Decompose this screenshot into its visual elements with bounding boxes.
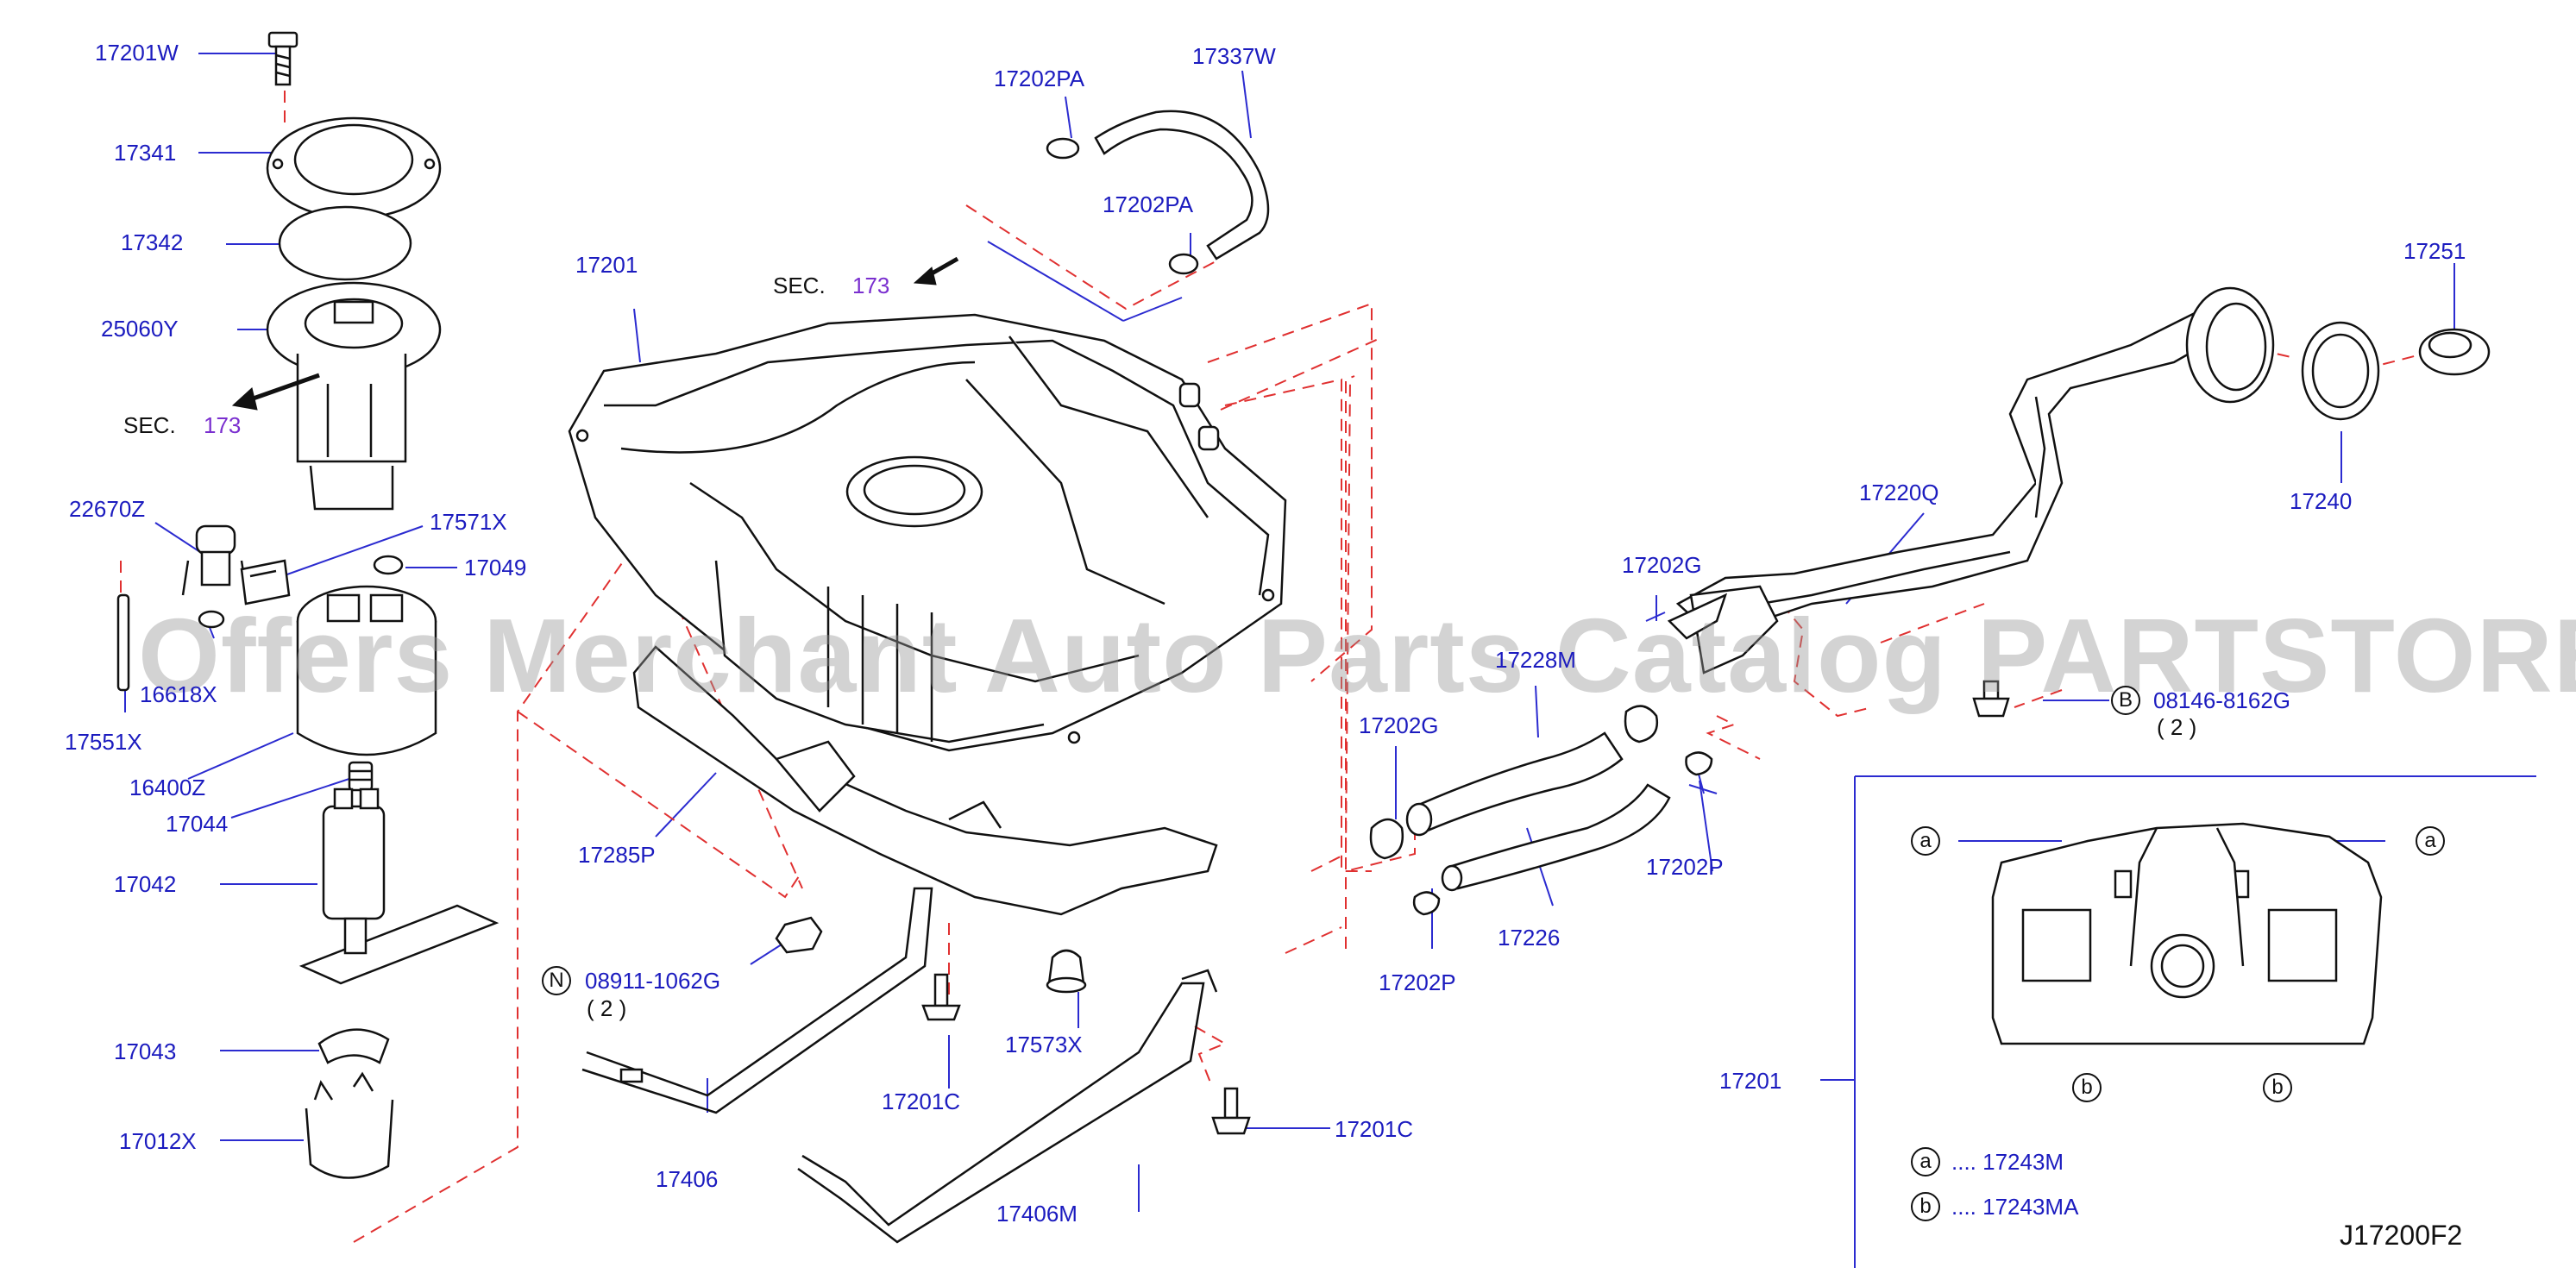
vent-hose-17337W-icon [1046, 110, 1270, 275]
o-ring-16618X-icon [198, 610, 225, 629]
label-17228[interactable]: 17228M [1495, 647, 1576, 673]
bolt-17201C-b-icon [1211, 1087, 1251, 1135]
circle-n-icon: N [542, 966, 571, 995]
reservoir-17012X-icon [305, 1071, 394, 1179]
lock-ring-17341-icon [266, 116, 442, 220]
bolt-17201C-a-icon [921, 973, 961, 1021]
filler-cap-17251-icon [2418, 328, 2491, 376]
pump-stack [116, 31, 499, 1179]
label-17044[interactable]: 17044 [166, 811, 229, 837]
label-17240[interactable]: 17240 [2290, 488, 2353, 514]
inset-tank-icon [1991, 822, 2383, 1045]
label-17012X[interactable]: 17012X [119, 1128, 197, 1154]
sender-unit-25060Y-icon [266, 281, 442, 511]
strap-17406M-icon [797, 969, 1218, 1244]
hose-17228-icon [1413, 731, 1624, 834]
sec-ref-left-number[interactable]: 173 [204, 412, 242, 438]
bolt-17201W-icon [267, 31, 298, 86]
label-17551X[interactable]: 17551X [65, 729, 142, 755]
label-08146-8162G[interactable]: 08146-8162G [2153, 687, 2291, 713]
circle-b-bolt-icon: B [2111, 686, 2140, 715]
hose-17226-icon [1448, 783, 1671, 890]
label-17201-tank[interactable]: 17201 [575, 252, 638, 278]
label-17201C-b[interactable]: 17201C [1335, 1116, 1414, 1142]
label-17220Q[interactable]: 17220Q [1859, 480, 1939, 505]
label-17406[interactable]: 17406 [656, 1166, 719, 1192]
heat-shield-17285P-icon [632, 645, 1218, 916]
label-17043[interactable]: 17043 [114, 1038, 177, 1064]
bolt-08146-icon [1972, 680, 2010, 718]
sec-ref-left-prefix: SEC. [123, 412, 176, 438]
hoses [1369, 705, 1713, 916]
label-17226[interactable]: 17226 [1498, 925, 1561, 951]
label-08146-qty: ( 2 ) [2157, 714, 2197, 740]
label-16400Z[interactable]: 16400Z [129, 775, 206, 800]
label-08911-qty: ( 2 ) [587, 995, 627, 1021]
clamp-17202P-a-icon [1412, 891, 1441, 916]
grommet-17573X-icon [1046, 949, 1087, 994]
legend-a-icon: a [1911, 1147, 1940, 1176]
label-17571X[interactable]: 17571X [430, 509, 507, 535]
clamp-17202G-a-icon [1369, 818, 1404, 860]
bracket-17043-icon [317, 1028, 390, 1064]
label-17341[interactable]: 17341 [114, 140, 177, 166]
leader-lines [124, 53, 2455, 1212]
nut-08911-icon [775, 916, 823, 954]
clip-17571X-icon [240, 559, 291, 605]
fuel-tank-17201-icon [568, 313, 1287, 752]
clamp-17202P-b-icon [1685, 751, 1713, 776]
label-17573X[interactable]: 17573X [1005, 1032, 1083, 1057]
fasteners [775, 680, 2010, 1135]
label-17042[interactable]: 17042 [114, 871, 177, 897]
inset-frame [1854, 775, 2536, 1268]
fuel-pump-17042-icon [298, 787, 499, 985]
label-17201W[interactable]: 17201W [95, 40, 179, 66]
label-17202P-b[interactable]: 17202P [1646, 854, 1724, 880]
label-17201C-a[interactable]: 17201C [882, 1089, 961, 1114]
label-17201-inset[interactable]: 17201 [1719, 1068, 1782, 1094]
spring-17044-icon [348, 761, 374, 792]
sec-arrows [231, 256, 959, 411]
o-ring-17049-icon [373, 555, 404, 575]
label-17202P-a[interactable]: 17202P [1379, 969, 1456, 995]
fuel-filter-16400Z-icon [296, 585, 437, 756]
clamp-17202G-b-icon [1624, 705, 1659, 744]
label-17202G-a[interactable]: 17202G [1359, 712, 1439, 738]
legend-b-text[interactable]: .... 17243MA [1951, 1194, 2079, 1220]
label-17342[interactable]: 17342 [121, 229, 184, 255]
sec-ref-top-prefix: SEC. [773, 273, 826, 298]
circle-b-right-icon: b [2263, 1073, 2292, 1102]
filler-tube-17220Q-icon [1667, 286, 2275, 675]
circle-b-left-icon: b [2072, 1073, 2102, 1102]
arrow-left-icon [245, 373, 320, 404]
regulator-22670Z-icon [181, 524, 248, 596]
gasket-17342-icon [278, 205, 412, 281]
label-17337W[interactable]: 17337W [1192, 43, 1276, 69]
legend-b-icon: b [1911, 1192, 1940, 1221]
label-17049[interactable]: 17049 [464, 555, 527, 580]
label-17251[interactable]: 17251 [2403, 238, 2466, 264]
label-17202PA-mid[interactable]: 17202PA [1103, 191, 1194, 217]
legend-a-text[interactable]: .... 17243M [1951, 1149, 2064, 1175]
cap-ring-17240-icon [2301, 321, 2380, 421]
label-17406M[interactable]: 17406M [996, 1201, 1078, 1227]
label-08911-1062G[interactable]: 08911-1062G [585, 968, 721, 994]
sec-ref-top-number[interactable]: 173 [852, 273, 890, 298]
strap-17406-icon [581, 887, 933, 1114]
label-17202G-b[interactable]: 17202G [1622, 552, 1702, 578]
label-16618X[interactable]: 16618X [140, 681, 217, 707]
phantom-lines [120, 91, 2425, 1243]
diagram-code: J17200F2 [2340, 1220, 2463, 1251]
pin-17551X-icon [116, 593, 130, 692]
label-17285P[interactable]: 17285P [578, 842, 656, 868]
label-25060Y[interactable]: 25060Y [101, 316, 179, 342]
label-17202PA-top[interactable]: 17202PA [994, 66, 1085, 91]
label-22670Z[interactable]: 22670Z [69, 496, 146, 522]
circle-a-left-icon: a [1911, 826, 1940, 856]
circle-a-right-icon: a [2416, 826, 2445, 856]
